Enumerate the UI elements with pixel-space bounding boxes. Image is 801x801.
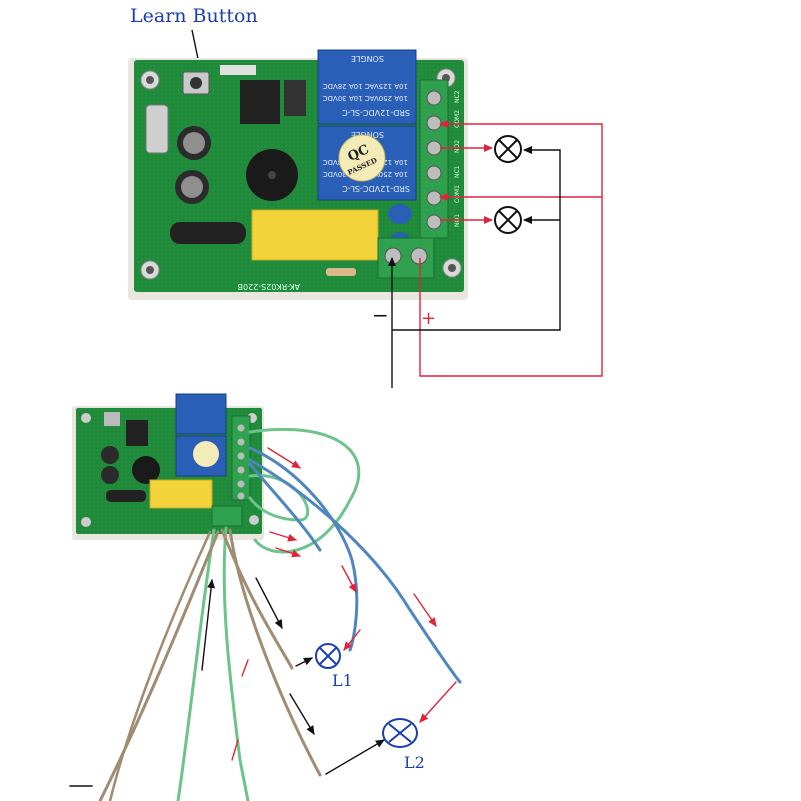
- bottom-wiring: [69, 427, 462, 801]
- red-tick-1: [241, 659, 249, 677]
- green-wire-loop: [248, 427, 361, 554]
- lamp-icon: [382, 718, 418, 748]
- pcb-board-top: AK-RK02S-220B SRD-12VDC-SL-C 10A 250VAC …: [128, 49, 468, 300]
- crystal: [145, 104, 169, 154]
- black-arrow-up: [201, 579, 216, 671]
- blue-wire-l2: [248, 458, 462, 684]
- terminal-screws: [426, 90, 442, 230]
- blue-wire-l1: [248, 446, 359, 652]
- learn-button-label: Learn Button: [130, 5, 258, 27]
- antenna-coil: [170, 222, 246, 244]
- black-arrow-l2: [325, 739, 385, 775]
- brown-wire-feed-1: [98, 530, 220, 801]
- black-arrow-2: [289, 693, 315, 735]
- plus-label: +: [421, 308, 436, 329]
- pcb-board-bottom: [72, 393, 264, 540]
- red-arrow-l1: [343, 629, 361, 651]
- learn-button-small: [104, 412, 120, 426]
- black-arrow-1: [255, 577, 283, 629]
- board-model-label: AK-RK02S-220B: [238, 282, 300, 291]
- green-wire-down-2: [176, 528, 216, 801]
- terminal-label-com1: COM1: [454, 185, 461, 203]
- red-wire-com2: [419, 120, 603, 377]
- label-l2: L2: [404, 753, 425, 772]
- red-arrow-4: [341, 565, 357, 593]
- red-arrow-1: [267, 447, 301, 469]
- red-tick-2: [231, 739, 239, 761]
- ic-chip: [240, 80, 280, 124]
- terminal-block: [419, 79, 449, 239]
- relay-top-rating-1: 10A 250VAC 10A 30VDC: [323, 94, 408, 102]
- brown-wire-feed-2: [108, 530, 212, 801]
- brown-wire-l1: [220, 528, 294, 670]
- relay-top: SRD-12VDC-SL-C 10A 250VAC 10A 30VDC 10A …: [317, 49, 417, 125]
- black-wire-lamp1: [392, 146, 561, 331]
- terminal-label-no2: NO2: [454, 140, 461, 153]
- label-l1: L1: [332, 671, 353, 690]
- resistor: [326, 268, 356, 276]
- red-arrow-5: [413, 593, 437, 627]
- terminal-label-com2: COM2: [454, 110, 461, 128]
- minus-label: −: [372, 303, 389, 327]
- red-arrow-l2: [419, 681, 457, 723]
- red-arrow-2: [269, 531, 297, 542]
- lamp-icon: [494, 135, 522, 163]
- yellow-capacitor: [251, 209, 379, 261]
- top-wiring: [388, 120, 603, 388]
- black-arrow-l1: [295, 657, 313, 667]
- lamp-icon: [315, 643, 341, 669]
- learn-button-cap: [190, 77, 202, 89]
- relay-top-rating-2: 10A 125VAC 10A 28VDC: [323, 82, 408, 90]
- qc-passed-sticker: QC PASSED: [338, 134, 386, 182]
- terminal-label-nc2: NC2: [454, 90, 461, 103]
- relay-top-model: SRD-12VDC-SL-C: [342, 108, 410, 117]
- lamp-icon: [494, 206, 522, 234]
- power-terminal-plus: [410, 247, 428, 265]
- red-arrow-3: [275, 547, 301, 558]
- blue-wire-mid: [248, 462, 322, 552]
- relay-bottom-model: SRD-12VDC-SL-C: [342, 184, 410, 193]
- ic-chip-small: [284, 80, 306, 116]
- blue-capacitor-1: [388, 204, 412, 224]
- power-terminal-minus: [384, 247, 402, 265]
- relay-top-brand: SONGLE: [351, 54, 384, 63]
- relay-bottom-brand: SONGLE: [351, 130, 384, 139]
- green-wire-down-1: [222, 526, 250, 801]
- brown-wire-l2: [228, 528, 322, 777]
- terminal-label-nc1: NC1: [454, 165, 461, 178]
